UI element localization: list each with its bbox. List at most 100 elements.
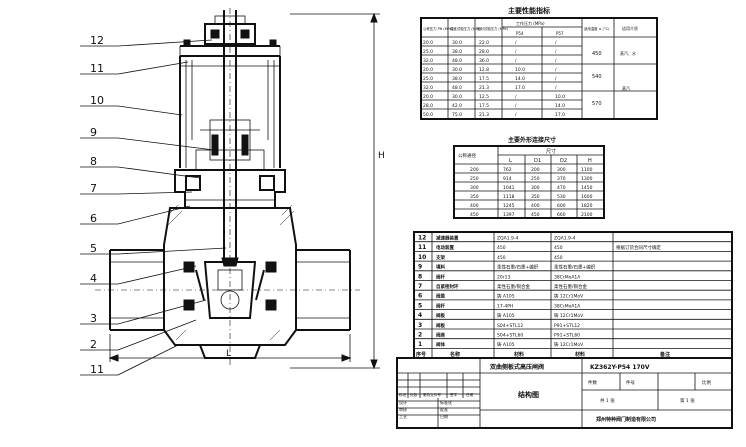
perf-cell: / bbox=[515, 49, 517, 55]
parts-cell: 柔性石墨/铜合金 bbox=[497, 283, 531, 290]
height-dim-label: H bbox=[378, 151, 385, 161]
dim-cell: 200 bbox=[470, 167, 479, 173]
callout-leader bbox=[117, 265, 197, 285]
dim-cell: 1300 bbox=[581, 176, 593, 182]
parts-cell: 自紧密封环 bbox=[436, 283, 459, 290]
tb-company: 郑州特种阀门制造有限公司 bbox=[596, 416, 656, 423]
perf-cell: 21.3 bbox=[479, 85, 489, 91]
parts-cell: 支架 bbox=[436, 254, 445, 261]
tb-stage-1: 件数 bbox=[588, 379, 597, 386]
tb-role-6: 日期 bbox=[440, 413, 448, 419]
perf-cell: 25.0 bbox=[423, 76, 433, 82]
parts-footer-no: 序号 bbox=[415, 351, 426, 358]
parts-cell: 根据订货合同尺寸确定 bbox=[616, 244, 661, 251]
callout-number: 11 bbox=[90, 363, 104, 376]
callout-leader bbox=[117, 166, 201, 179]
tb-page: 第 1 张 bbox=[680, 397, 695, 404]
dim-h-dn: 公称通径 bbox=[458, 152, 476, 159]
parts-cell: 柔性石墨/石墨+编织 bbox=[554, 264, 596, 271]
dim-cell: 300 bbox=[470, 185, 479, 191]
perf-cell: 12.8 bbox=[479, 67, 489, 73]
dim-cell: 1100 bbox=[581, 167, 593, 173]
perf-cell: 48.0 bbox=[452, 58, 462, 64]
perf-cell: 50.0 bbox=[423, 112, 433, 118]
perf-temp-3: 570 bbox=[592, 101, 602, 107]
perf-cell: 30.0 bbox=[452, 40, 462, 46]
perf-h-temp: 适用温度 ≤ (°C) bbox=[584, 26, 610, 31]
dim-h-d2: D2 bbox=[560, 158, 567, 164]
parts-cell: 38CrMoA1A bbox=[554, 274, 581, 280]
perf-cell: / bbox=[555, 85, 557, 91]
perf-cell: 21.3 bbox=[479, 112, 489, 118]
tb-role-1: 设计 bbox=[399, 399, 407, 405]
dim-h-d1: D1 bbox=[534, 158, 541, 164]
perf-cell: 36.0 bbox=[479, 58, 489, 64]
perf-cell: 38.0 bbox=[452, 49, 462, 55]
parts-cell: 阀体 bbox=[436, 341, 445, 348]
parts-cell: 填料 bbox=[436, 264, 445, 271]
perf-cell: 17.0 bbox=[515, 85, 525, 91]
perf-cell: 25.0 bbox=[423, 49, 433, 55]
parts-cell: 阀盖 bbox=[436, 293, 445, 300]
parts-cell: 阀杆 bbox=[436, 273, 445, 280]
callout-leader bbox=[117, 319, 197, 351]
dim-cell: 400 bbox=[531, 203, 540, 209]
parts-footer-note: 备注 bbox=[659, 351, 670, 358]
dim-cell: 1397 bbox=[503, 212, 515, 218]
parts-cell: S04+STL60 bbox=[497, 333, 523, 339]
parts-cell: 铸 A105 bbox=[497, 341, 515, 348]
perf-cell: / bbox=[515, 40, 517, 46]
length-dim-label: L bbox=[226, 349, 231, 359]
callout-leader bbox=[117, 191, 193, 195]
perf-h-media: 适用介质 bbox=[622, 25, 638, 31]
perf-cell: 48.0 bbox=[452, 85, 462, 91]
callout-number: 4 bbox=[90, 272, 97, 285]
callout-leader bbox=[117, 39, 213, 47]
perf-cell: 17.5 bbox=[479, 76, 489, 82]
perf-table-title: 主要性能指标 bbox=[508, 6, 550, 15]
callout-number: 9 bbox=[90, 126, 97, 139]
parts-cell: 铸 A105 bbox=[497, 293, 515, 300]
tb-stage-3: 比例 bbox=[702, 379, 711, 386]
perf-cell: 20.0 bbox=[423, 40, 433, 46]
perf-cell: 22.0 bbox=[479, 40, 489, 46]
parts-footer-mat2: 材料 bbox=[575, 351, 585, 358]
tb-role-5: 批准 bbox=[440, 406, 448, 412]
callout-number: 7 bbox=[90, 182, 97, 195]
tb-product: 双曲侧板式高压闸阀 bbox=[490, 363, 544, 371]
callout-number: 2 bbox=[90, 338, 97, 351]
dim-h-l: L bbox=[509, 158, 512, 164]
perf-cell: 14.0 bbox=[515, 76, 525, 82]
callout-number: 8 bbox=[90, 155, 97, 168]
dim-cell: 250 bbox=[531, 176, 540, 182]
parts-cell: 电动装置 bbox=[436, 244, 454, 251]
perf-cell: / bbox=[555, 67, 557, 73]
perf-media-2: 蒸汽 bbox=[622, 85, 630, 91]
dim-h-group: 尺寸 bbox=[546, 148, 556, 155]
dim-h-h: H bbox=[588, 158, 592, 164]
parts-cell: 450 bbox=[497, 245, 506, 251]
tb-role-2: 审核 bbox=[399, 406, 407, 412]
parts-cell: 20r13 bbox=[497, 274, 510, 280]
dim-cell: 600 bbox=[557, 203, 566, 209]
perf-h-pn: 公称压力 PN (MPa) bbox=[423, 26, 454, 31]
parts-cell: 柔性石墨/铜合金 bbox=[554, 283, 588, 290]
dim-cell: 250 bbox=[470, 176, 479, 182]
dim-cell: 1820 bbox=[581, 203, 593, 209]
parts-cell: 450 bbox=[554, 245, 563, 251]
parts-cell: 17-4PH bbox=[497, 303, 513, 309]
parts-cell: 10 bbox=[418, 254, 426, 261]
perf-cell: 30.0 bbox=[452, 94, 462, 100]
perf-cell: / bbox=[515, 103, 517, 109]
dim-cell: 350 bbox=[470, 194, 479, 200]
perf-h-p54: P54 bbox=[516, 31, 524, 36]
parts-cell: S04+STL12 bbox=[497, 323, 523, 329]
tb-code: KZ362Y-P54 170V bbox=[590, 364, 650, 371]
perf-h-p57: P57 bbox=[556, 31, 564, 36]
callout-number: 6 bbox=[90, 212, 97, 225]
parts-cell: ZQA1.9-4 bbox=[554, 236, 575, 242]
parts-cell: 铸 12Cr1MoV bbox=[554, 312, 584, 319]
dim-cell: 530 bbox=[557, 194, 566, 200]
parts-cell: 铸 A105 bbox=[497, 312, 515, 319]
